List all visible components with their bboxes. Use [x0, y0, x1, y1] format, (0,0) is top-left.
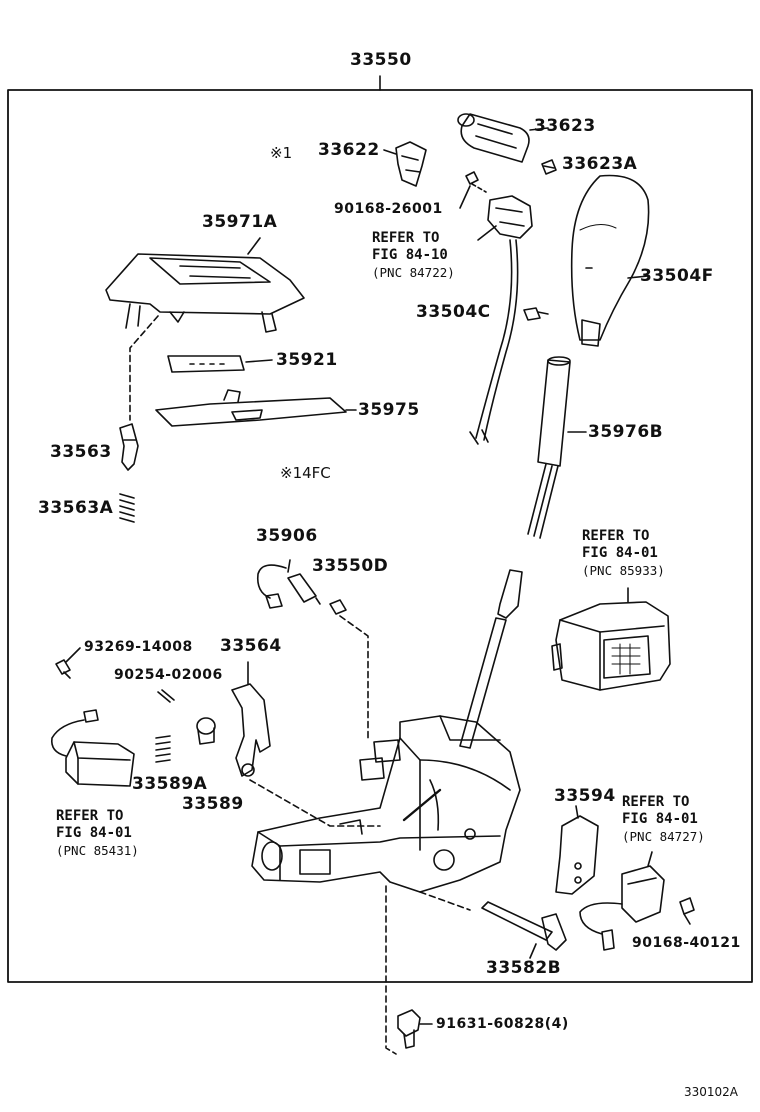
refer-84722-line2: FIG 84-10: [372, 247, 448, 263]
refer-84727[interactable]: REFER TO FIG 84-01 (PNC 84727): [622, 794, 705, 845]
refer-85933-line2: FIG 84-01: [582, 545, 658, 561]
part-93269-14008-label: 93269-14008: [84, 639, 193, 655]
spring-33563a: [119, 493, 135, 523]
refer-85933[interactable]: REFER TO FIG 84-01 (PNC 85933): [582, 528, 665, 579]
part-33550d-label: 33550D: [312, 556, 389, 576]
slide-plate-35975: [155, 389, 347, 427]
refer-85933-line1: REFER TO: [582, 528, 650, 544]
diagram-code-label: 330102A: [684, 1085, 739, 1099]
part-90254-02006-label: 90254-02006: [114, 667, 223, 683]
refer-85933-line3: (PNC 85933): [582, 563, 665, 578]
pin-90254-02006: [157, 689, 175, 703]
refer-85431-line1: REFER TO: [56, 808, 124, 824]
part-35975-label: 35975: [358, 400, 420, 420]
bolt-91631-60828: [397, 1009, 421, 1049]
refer-84727-line1: REFER TO: [622, 794, 690, 810]
switch-84727: [579, 865, 665, 951]
switch-harness-84722: [469, 195, 533, 445]
part-33564-label: 33564: [220, 636, 282, 656]
indicator-housing-35971a: [105, 253, 305, 333]
screw-93269-14008: [55, 659, 71, 679]
part-33623a-label: 33623A: [562, 154, 638, 174]
pin-33563: [119, 423, 139, 471]
screw-90168-40121: [679, 897, 695, 925]
part-33563-label: 33563: [50, 442, 112, 462]
bushing-33589: [196, 717, 216, 745]
pin-33582b: [481, 901, 567, 951]
control-module-85933: [551, 601, 671, 691]
clip-33622: [395, 141, 427, 187]
part-33594-label: 33594: [554, 786, 616, 806]
screw-33504c: [523, 307, 549, 321]
part-33589a-label: 33589A: [132, 774, 208, 794]
part-33504c-label: 33504C: [416, 302, 491, 322]
part-33589-label: 33589: [182, 794, 244, 814]
label-35921: [167, 355, 245, 373]
part-35971a-label: 35971A: [202, 212, 278, 232]
spring-33589a: [155, 735, 171, 763]
pin-33550d: [329, 599, 347, 615]
part-35921-label: 35921: [276, 350, 338, 370]
part-90168-40121-label: 90168-40121: [632, 935, 741, 951]
part-33582b-label: 33582B: [486, 958, 562, 978]
shift-lever-base: [251, 715, 521, 893]
shaft-35976b: [527, 356, 571, 539]
part-91631-60828-label: 91631-60828(4): [436, 1016, 569, 1032]
part-35906-label: 35906: [256, 526, 318, 546]
shift-knob-cover-33623: [457, 113, 530, 163]
part-33622-label: 33622: [318, 140, 380, 160]
part-33623-label: 33623: [534, 116, 596, 136]
refer-84727-line3: (PNC 84727): [622, 829, 705, 844]
refer-84722-line1: REFER TO: [372, 230, 440, 246]
refer-85431-line3: (PNC 85431): [56, 843, 139, 858]
assembly-number-label: 33550: [350, 50, 412, 70]
bracket-33594: [555, 815, 599, 895]
shift-knob-33504f: [570, 174, 650, 347]
part-90168-26001-label: 90168-26001: [334, 201, 443, 217]
refer-84722-line3: (PNC 84722): [372, 265, 455, 280]
screw-33623a: [541, 159, 557, 175]
refer-85431[interactable]: REFER TO FIG 84-01 (PNC 85431): [56, 808, 139, 859]
part-35976b-label: 35976B: [588, 422, 664, 442]
refer-84727-line2: FIG 84-01: [622, 811, 698, 827]
sensor-harness-35906: [256, 564, 321, 609]
note-1-label: ※1: [270, 144, 293, 162]
screw-90168-26001: [465, 171, 487, 193]
part-33504f-label: 33504F: [640, 266, 714, 286]
part-33563a-label: 33563A: [38, 498, 114, 518]
shift-lever-rod: [459, 569, 523, 749]
note-14fc-label: ※14FC: [280, 464, 331, 482]
refer-84722[interactable]: REFER TO FIG 84-10 (PNC 84722): [372, 230, 455, 281]
refer-85431-line2: FIG 84-01: [56, 825, 132, 841]
solenoid-85431: [50, 709, 135, 787]
lever-33564: [231, 683, 271, 777]
